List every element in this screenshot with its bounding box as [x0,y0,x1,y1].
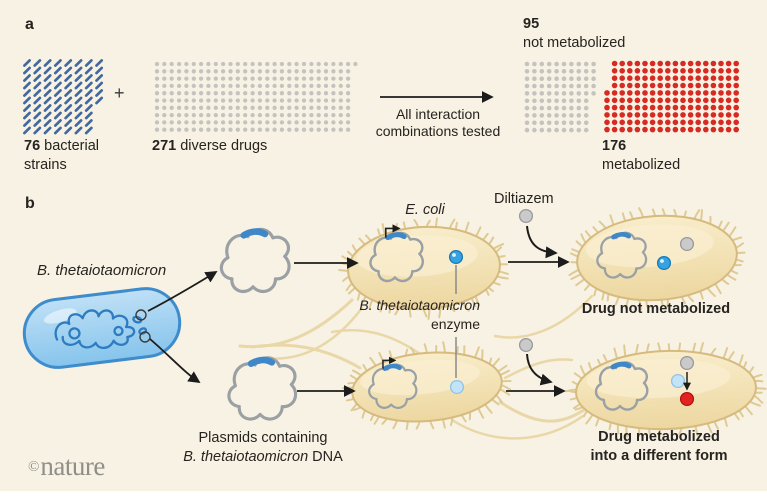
plasmid-standalone-top [221,229,289,291]
enzyme-dot-top [448,249,464,265]
ecoli-label: E. coli [405,202,445,218]
plasmid-standalone-bottom [229,358,296,419]
flow-arrows [147,91,570,397]
not-metabolized-grid [524,61,596,133]
drug-in-cell-bottom-right [679,355,695,371]
enzyme-dot-bottom [449,379,465,395]
diltiazem-label: Diltiazem [494,191,554,207]
plus-sign: + [114,83,125,103]
drug-entry-bottom-arrow [526,353,553,386]
bacterium-to-plasmid-bottom-arrow [149,338,201,383]
panel-b-label: b [25,195,35,212]
ecoli-cell-top-middle [338,217,509,320]
enzyme-dot-bottom-right [670,373,686,389]
enzyme-label: B. thetaiotaomicron enzyme [359,297,480,332]
metabolized-grid [604,60,739,133]
drugs-count: 271 [152,138,177,154]
plasmids-caption: Plasmids containing B. thetaiotaomicron … [183,430,343,465]
metabolized-count: 176 [602,138,627,154]
strains-grid [23,59,104,135]
waffle-grids [23,59,739,135]
drug-in-cell-top-right [679,236,695,252]
enzyme-highlight [660,259,664,263]
drugs-grid [154,61,358,132]
diltiazem-arrow [526,225,558,259]
not-metabolized-count: 95 [523,16,540,32]
enzyme-dot-top-right [656,255,672,271]
bacterium-to-plasmid-top-arrow [147,271,218,312]
outcome-bottom-label: Drug metabolized into a different form [590,429,728,464]
metabolized-caption: 176 metabolized [602,138,681,173]
drugs-caption: 271 diverse drugs [152,138,268,154]
ecoli-cell-top-right [568,207,746,311]
bacterium-highlight [43,308,77,324]
bottom-strip [0,491,767,496]
dna-origin-marker-top [135,309,147,321]
drug-molecule-bottom [518,337,534,353]
b-theta-bacterium [22,287,182,369]
metabolite-dot [679,391,695,407]
tested-arrow-caption: All interaction combinations tested [375,106,501,139]
source-bacterium-label: B. thetaiotaomicron [37,262,167,279]
copyright-icon: © [28,459,40,475]
diltiazem-molecule [518,208,534,224]
enzyme-highlight [452,253,456,257]
outcome-top-label: Drug not metabolized [581,301,731,317]
ecoli-cell-bottom-right [565,342,767,440]
ecoli-cell-bottom-middle [341,341,512,431]
panel-a-label: a [25,16,34,33]
chromosome-squiggle [54,309,148,349]
dna-origin-marker-bottom [139,331,151,343]
ecoli-cells [338,207,767,440]
not-metabolized-caption: 95 not metabolized [523,16,626,51]
nature-logo: ©nature [28,451,105,481]
molecules [448,208,695,407]
strains-caption: 76 bacterial strains [24,138,99,173]
flagella-strands [238,294,594,440]
strains-count: 76 [24,138,41,154]
